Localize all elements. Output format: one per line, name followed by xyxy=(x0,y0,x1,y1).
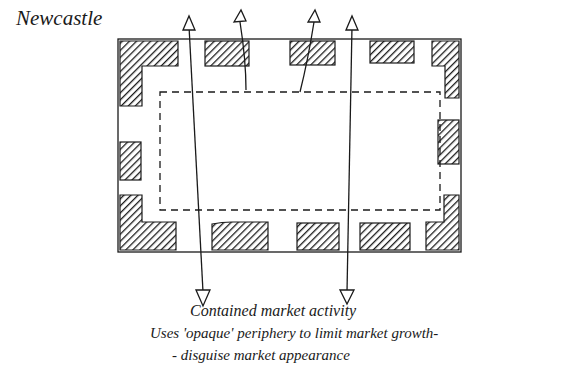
sketch-title: Newcastle xyxy=(16,6,102,31)
block-outline xyxy=(118,39,461,252)
note-line: - disguise market appearance xyxy=(172,347,350,364)
arrowheads xyxy=(183,10,358,306)
building-blocks xyxy=(120,41,459,250)
route-arrows xyxy=(189,22,352,292)
market-area xyxy=(160,92,440,210)
note-line: Contained market activity xyxy=(190,302,356,320)
note-line: Uses 'opaque' periphery to limit market … xyxy=(150,325,438,342)
